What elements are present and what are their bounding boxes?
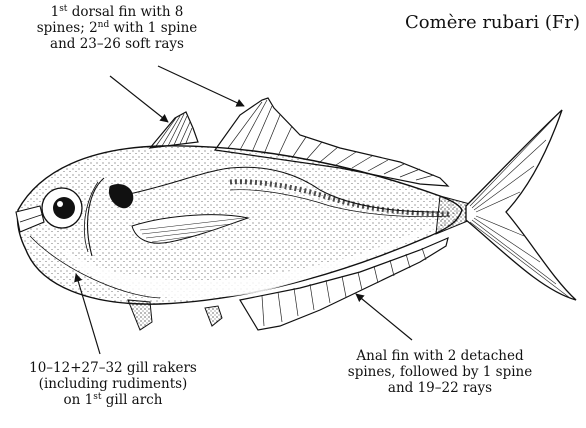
anal-arrow bbox=[356, 294, 412, 340]
caudal-fin bbox=[436, 110, 576, 300]
eye bbox=[42, 188, 82, 228]
dorsal-arrow-1 bbox=[110, 76, 168, 122]
dorsal-arrow-2 bbox=[158, 66, 244, 106]
first-dorsal-fin bbox=[150, 112, 198, 148]
